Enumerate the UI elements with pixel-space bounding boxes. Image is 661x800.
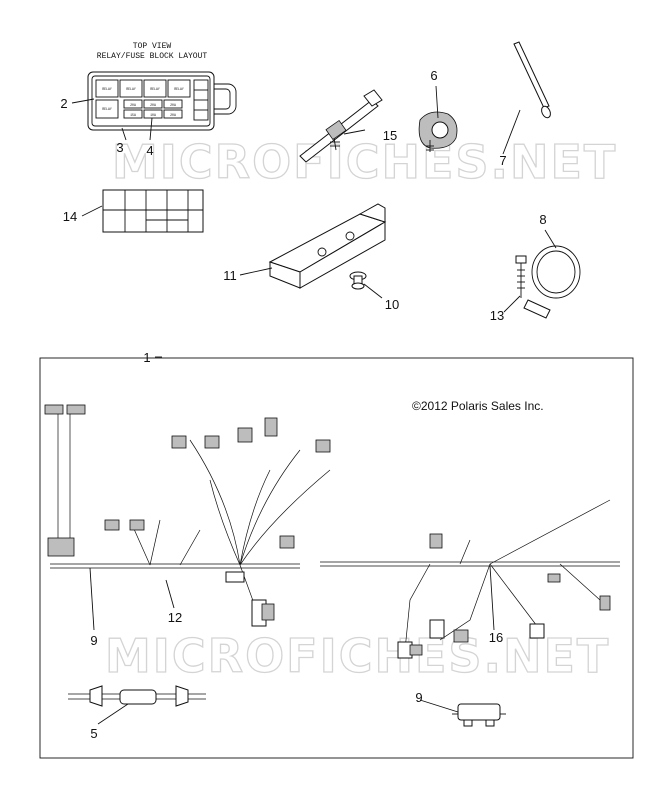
callout-6: 6: [430, 68, 437, 83]
watermark-top: MICROFICHES.NET: [112, 135, 617, 189]
callout-13: 13: [490, 308, 504, 323]
callout-15: 15: [383, 128, 397, 143]
callout-9-lower: 9: [415, 690, 422, 705]
callout-1: 1: [143, 350, 150, 365]
p-clamp: [523, 245, 581, 319]
callout-9-upper: 9: [90, 633, 97, 648]
svg-text:RELAY: RELAY: [102, 87, 112, 91]
callout-7: 7: [499, 153, 506, 168]
svg-text:20A: 20A: [130, 103, 136, 107]
svg-text:20A: 20A: [170, 103, 176, 107]
block-layout-label: RELAY/FUSE BLOCK LAYOUT: [97, 52, 208, 61]
callout-2: 2: [60, 96, 67, 111]
watermark-bottom: MICROFICHES.NET: [105, 629, 610, 683]
callout-12: 12: [168, 610, 182, 625]
svg-text:15A: 15A: [130, 113, 136, 117]
callout-5: 5: [90, 726, 97, 741]
wire-clip: [418, 111, 458, 152]
svg-text:RELAY: RELAY: [150, 87, 160, 91]
cable-tie-mount: [299, 89, 383, 163]
relay-fuse-block: TOP VIEW RELAY/FUSE BLOCK LAYOUT RELAY R…: [87, 42, 237, 131]
strap: [513, 41, 551, 119]
right-connector-labels: [409, 533, 561, 656]
callout-14: 14: [63, 209, 77, 224]
callout-8: 8: [539, 212, 546, 227]
harness-assembly-frame: [39, 357, 634, 759]
callout-16: 16: [489, 630, 503, 645]
leader-lines: [71, 85, 557, 725]
fuse-label-decal: [102, 189, 204, 233]
copyright: ©2012 Polaris Sales Inc.: [412, 399, 544, 413]
svg-text:20A: 20A: [170, 113, 176, 117]
relay-part: [452, 703, 506, 727]
callout-4: 4: [146, 143, 153, 158]
svg-text:RELAY: RELAY: [126, 87, 136, 91]
svg-text:10A: 10A: [150, 113, 156, 117]
left-connector-labels: [44, 404, 331, 621]
svg-text:RELAY: RELAY: [102, 107, 112, 111]
push-rivet: [349, 271, 367, 290]
callout-11: 11: [223, 268, 237, 283]
svg-text:RELAY: RELAY: [174, 87, 184, 91]
callouts: 1 2 3 4 5 6 7 8 9 9 10 11 12 13 14 15 16: [60, 68, 546, 741]
callout-3: 3: [116, 140, 123, 155]
svg-text:20A: 20A: [150, 103, 156, 107]
splice-harness: [68, 685, 206, 707]
relay-labels: RELAY RELAY RELAY RELAY RELAY: [102, 87, 184, 111]
callout-10: 10: [385, 297, 399, 312]
fuse-slots: 20A 20A 20A 15A 10A 20A: [123, 99, 183, 119]
mounting-bracket: [268, 203, 387, 289]
top-view-label: TOP VIEW: [133, 42, 172, 51]
harness-main: [47, 410, 331, 627]
bolt: [515, 255, 527, 298]
